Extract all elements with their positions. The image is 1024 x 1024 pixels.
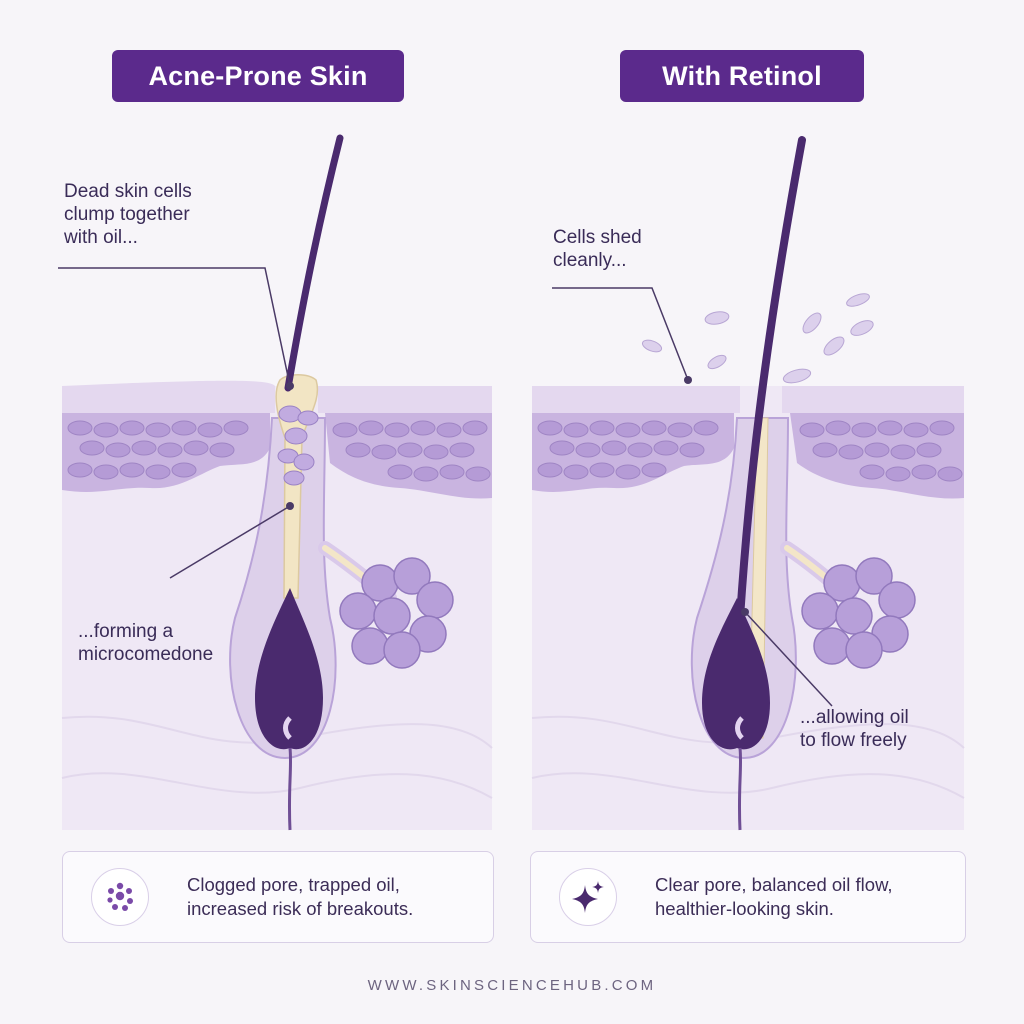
summary-text-with-retinol: Clear pore, balanced oil flow, healthier… (655, 873, 893, 921)
callout-line: with oil... (64, 226, 192, 249)
summary-line: healthier-looking skin. (655, 897, 893, 921)
summary-line: Clogged pore, trapped oil, (187, 873, 413, 897)
callout-microcomedone: ...forming a microcomedone (78, 620, 213, 666)
summary-line: Clear pore, balanced oil flow, (655, 873, 893, 897)
callout-line: ...forming a (78, 620, 213, 643)
callout-line: clump together (64, 203, 192, 226)
sparkle-icon (559, 868, 617, 926)
callout-line: cleanly... (553, 249, 642, 272)
summary-line: increased risk of breakouts. (187, 897, 413, 921)
with-retinol-illustration: Cells shed cleanly... ...allowing oil to… (512, 118, 978, 834)
summary-text-acne-prone: Clogged pore, trapped oil, increased ris… (187, 873, 413, 921)
callout-line: Cells shed (553, 226, 642, 249)
acne-prone-skin-illustration: Dead skin cells clump together with oil.… (40, 118, 506, 834)
callout-line: microcomedone (78, 643, 213, 666)
summary-card-acne-prone: Clogged pore, trapped oil, increased ris… (62, 851, 494, 943)
callout-line: Dead skin cells (64, 180, 192, 203)
callout-cells-shed: Cells shed cleanly... (553, 226, 642, 272)
summary-card-with-retinol: Clear pore, balanced oil flow, healthier… (530, 851, 966, 943)
footer-website-url: WWW.SKINSCIENCEHUB.COM (0, 977, 1024, 994)
dots-cluster-icon (91, 868, 149, 926)
title-with-retinol: With Retinol (620, 50, 864, 102)
title-acne-prone-skin: Acne-Prone Skin (112, 50, 404, 102)
callout-dead-skin-cells: Dead skin cells clump together with oil.… (64, 180, 192, 249)
callout-line: to flow freely (800, 729, 909, 752)
callout-line: ...allowing oil (800, 706, 909, 729)
callout-oil-flow: ...allowing oil to flow freely (800, 706, 909, 752)
